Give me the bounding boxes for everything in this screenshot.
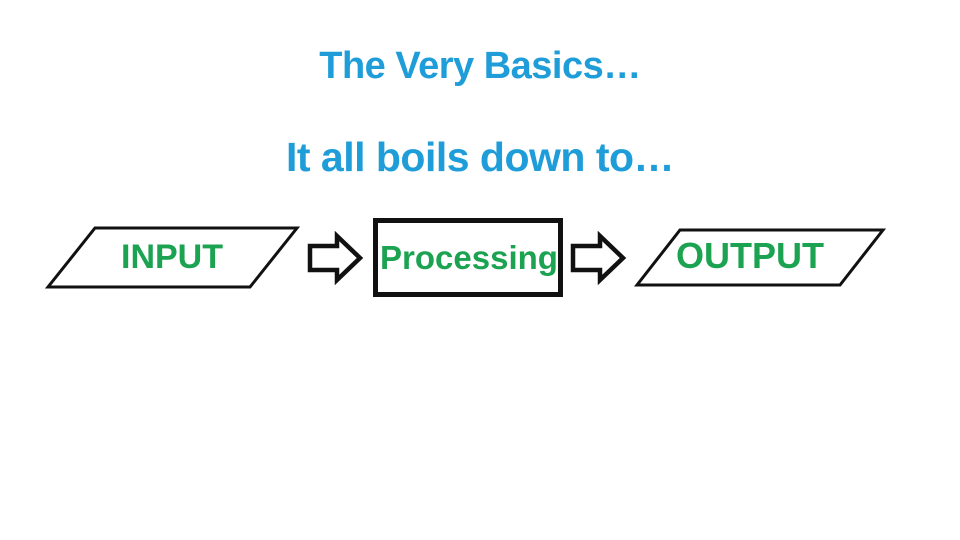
flow-step-output-label: OUTPUT: [676, 235, 824, 276]
output-parallelogram-shape: [633, 228, 887, 287]
flow-step-input-label: INPUT: [121, 238, 223, 276]
input-parallelogram-shape: [44, 226, 301, 289]
right-block-arrow-icon: [570, 230, 627, 286]
flow-step-processing-label: Processing: [380, 239, 558, 276]
slide-title: The Very Basics…: [319, 45, 641, 87]
slide-subtitle: It all boils down to…: [285, 134, 675, 180]
right-block-arrow-icon: [307, 230, 364, 286]
processing-rectangle-shape: [373, 218, 563, 297]
